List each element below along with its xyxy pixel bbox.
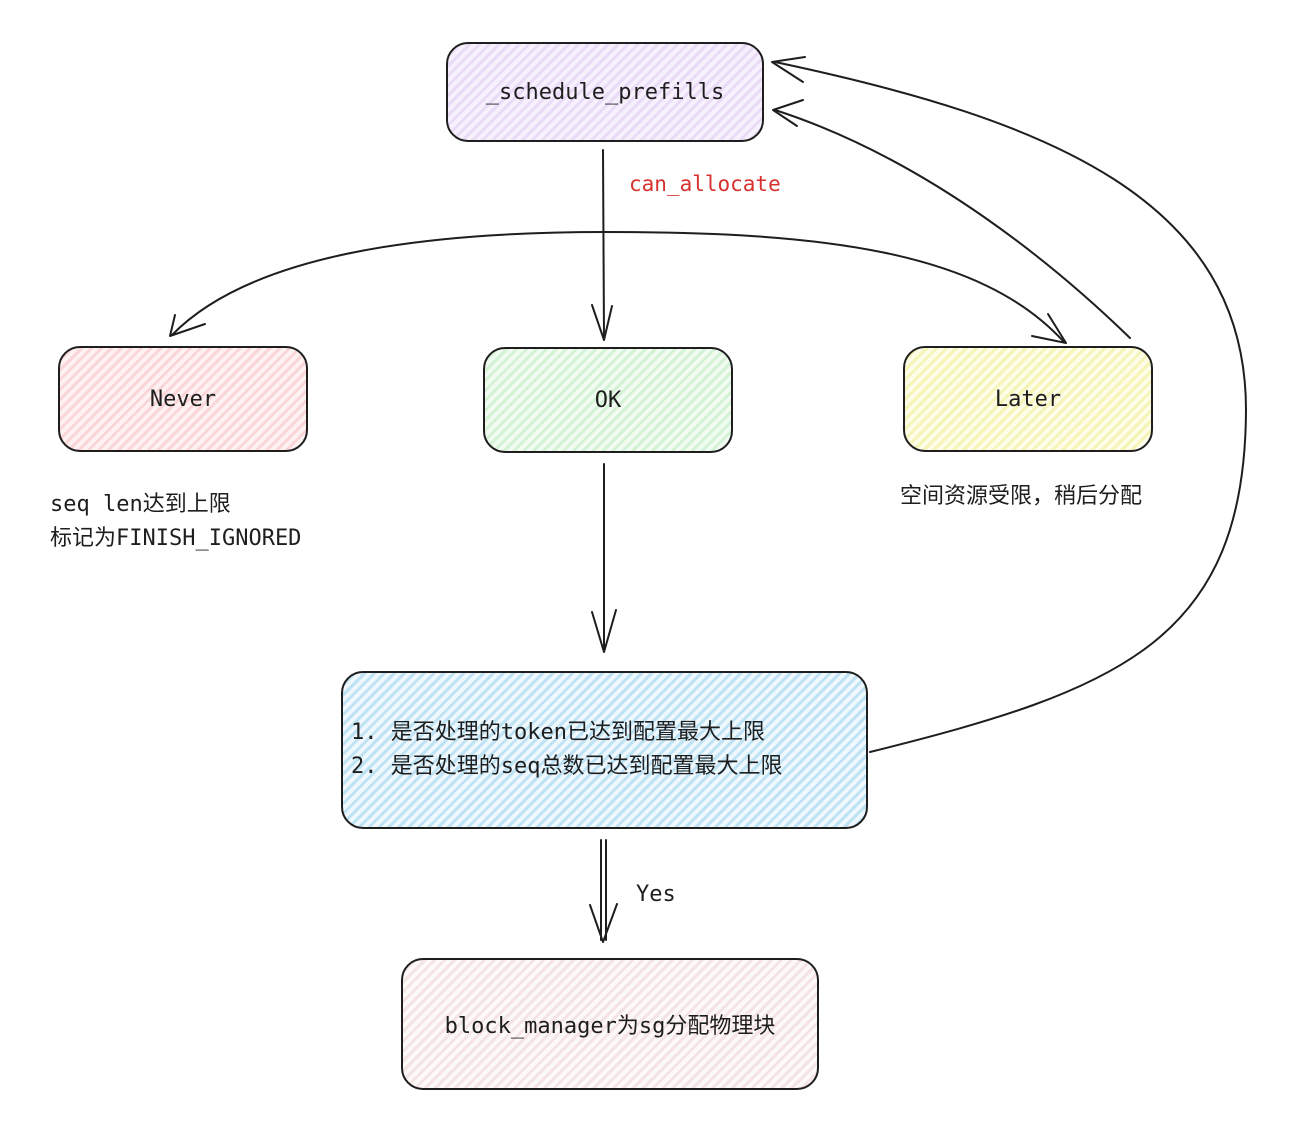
never-note-line-1: seq len达到上限 xyxy=(50,492,231,517)
limit-check-line-2: 2. 是否处理的seq总数已达到配置最大上限 xyxy=(351,754,783,779)
arrow-check-to-block xyxy=(600,839,607,941)
later-note: 空间资源受限，稍后分配 xyxy=(900,484,1143,509)
arrowhead-to-never xyxy=(169,314,206,337)
never-note: seq len达到上限 标记为FINISH_IGNORED xyxy=(50,488,301,556)
block-manager-label: block_manager为sg分配物理块 xyxy=(444,1014,776,1039)
never-node: Never xyxy=(58,346,308,452)
ok-node: OK xyxy=(483,347,733,453)
arrowhead-check-to-block xyxy=(589,903,618,943)
arrow-later-to-schedule xyxy=(774,109,1131,339)
can-allocate-label: can_allocate xyxy=(629,172,781,196)
ok-label: OK xyxy=(594,387,622,413)
arrowhead-check-to-schedule xyxy=(771,56,806,83)
arrow-schedule-to-ok xyxy=(602,149,605,339)
limit-check-node: 1. 是否处理的token已达到配置最大上限 2. 是否处理的seq总数已达到配… xyxy=(341,671,868,829)
arrowhead-schedule-to-ok xyxy=(591,304,613,341)
limit-check-line-1: 1. 是否处理的token已达到配置最大上限 xyxy=(351,720,765,745)
arrow-to-later xyxy=(603,231,1065,343)
block-manager-node: block_manager为sg分配物理块 xyxy=(401,958,819,1090)
arrowhead-ok-to-check xyxy=(591,609,617,653)
yes-label: Yes xyxy=(636,882,676,907)
limit-check-text: 1. 是否处理的token已达到配置最大上限 2. 是否处理的seq总数已达到配… xyxy=(351,716,782,784)
later-label: Later xyxy=(994,386,1062,412)
schedule-prefills-node: _schedule_prefills xyxy=(446,42,764,142)
never-label: Never xyxy=(149,386,217,412)
schedule-prefills-label: _schedule_prefills xyxy=(485,79,725,105)
later-node: Later xyxy=(903,346,1153,452)
arrow-check-to-schedule xyxy=(774,61,1247,753)
never-note-line-2: 标记为FINISH_IGNORED xyxy=(50,526,302,551)
arrowhead-to-later xyxy=(1031,313,1067,344)
arrow-to-never xyxy=(171,231,605,336)
arrowhead-later-to-schedule xyxy=(772,99,804,127)
